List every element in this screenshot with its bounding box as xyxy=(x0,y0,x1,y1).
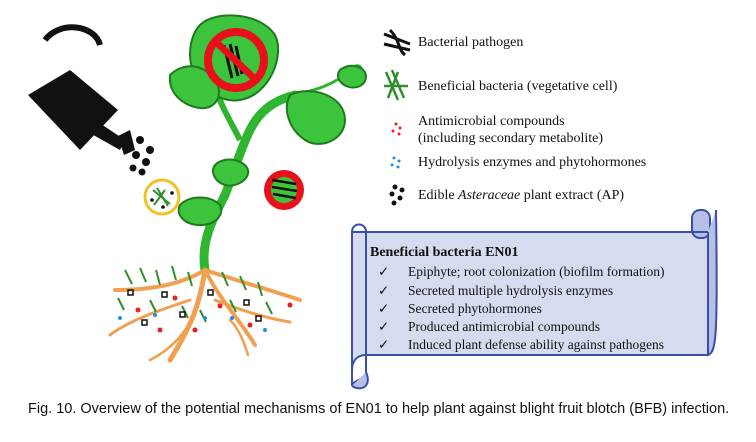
scroll-item: ✓ Induced plant defense ability against p… xyxy=(378,337,664,353)
plant-extract-dots-icon xyxy=(389,184,405,206)
pouring-extract-dots xyxy=(125,136,154,176)
scroll-item: ✓ Produced antimicrobial compounds xyxy=(378,319,600,335)
root-bacteria xyxy=(117,265,273,323)
scroll-banner xyxy=(351,209,718,390)
check-icon: ✓ xyxy=(378,301,390,316)
prohibition-sign xyxy=(204,28,268,92)
check-icon: ✓ xyxy=(378,264,390,279)
legend-extract-pre: Edible xyxy=(418,188,459,203)
leaf-right xyxy=(285,90,347,145)
legend-antimicrobial-sublabel: (including secondary metabolite) xyxy=(418,131,604,146)
legend-extract-italic: Asteraceae xyxy=(458,188,521,203)
enzyme-dots-icon xyxy=(390,156,401,169)
infected-spot xyxy=(264,170,304,210)
pathogen-icon xyxy=(383,28,411,57)
root-extract-squares xyxy=(127,289,262,326)
legend-antimicrobial-label: Antimicrobial compounds xyxy=(418,114,565,129)
leaf-left xyxy=(168,65,220,110)
legend-pathogen-label: Bacterial pathogen xyxy=(418,35,524,50)
check-icon: ✓ xyxy=(378,283,390,298)
check-icon: ✓ xyxy=(378,337,390,352)
check-icon: ✓ xyxy=(378,319,390,334)
leaf-far-right xyxy=(337,64,368,89)
root-blue-dots xyxy=(118,313,267,332)
watering-can-icon xyxy=(28,24,135,155)
legend-beneficial-label: Beneficial bacteria (vegetative cell) xyxy=(418,79,618,94)
legend-extract-post: plant extract (AP) xyxy=(520,188,625,203)
bacteria-extract-mix xyxy=(143,178,181,216)
legend-enzymes-label: Hydrolysis enzymes and phytohormones xyxy=(418,155,647,170)
scroll-item-text: Induced plant defense ability against pa… xyxy=(408,337,665,352)
leaf-lower-mid xyxy=(212,158,250,187)
scroll-item: ✓ Secreted phytohormones xyxy=(378,301,542,317)
beneficial-bacteria-icon xyxy=(384,69,408,101)
figure-caption: Fig. 10. Overview of the potential mecha… xyxy=(28,401,730,417)
scroll-item-text: Epiphyte; root colonization (biofilm for… xyxy=(408,264,665,279)
scroll-item-text: Secreted multiple hydrolysis enzymes xyxy=(408,283,614,298)
scroll-title: Beneficial bacteria EN01 xyxy=(370,245,519,260)
scroll-item: ✓ Epiphyte; root colonization (biofilm fo… xyxy=(378,264,664,280)
antimicrobial-dots-icon xyxy=(391,122,402,136)
legend-extract-label: Edible Asteraceae plant extract (AP) xyxy=(418,188,624,204)
scroll-item: ✓ Secreted multiple hydrolysis enzymes xyxy=(378,283,613,299)
root-red-dots xyxy=(135,295,293,333)
scroll-item-text: Secreted phytohormones xyxy=(408,301,542,316)
scroll-item-text: Produced antimicrobial compounds xyxy=(408,319,600,334)
roots xyxy=(108,267,302,363)
leaf-lower-left xyxy=(177,196,223,227)
